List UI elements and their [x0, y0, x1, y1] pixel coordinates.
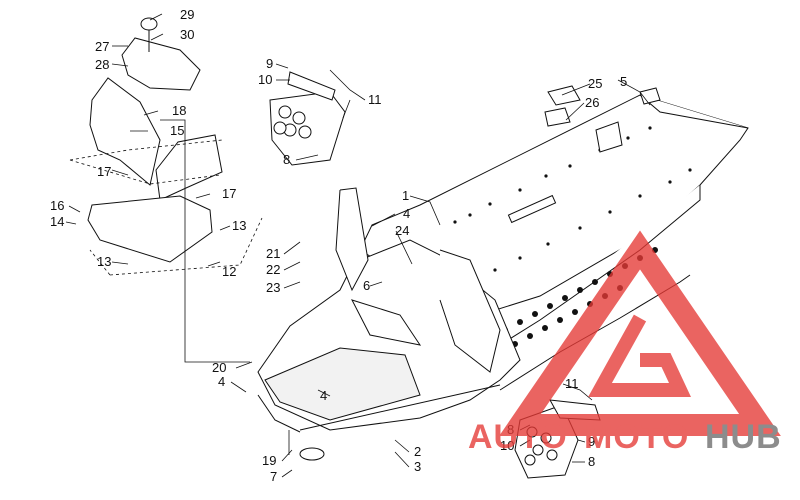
callout-25: 25 — [588, 76, 602, 91]
callout-22: 22 — [266, 262, 280, 277]
watermark-moto: MOTO — [584, 418, 689, 456]
callout-13: 13 — [232, 218, 246, 233]
callout-11: 11 — [565, 376, 579, 391]
callout-13: 13 — [97, 254, 111, 269]
callout-12: 12 — [222, 264, 236, 279]
callout-3: 3 — [414, 459, 421, 474]
callout-15: 15 — [170, 123, 184, 138]
callout-17: 17 — [97, 164, 111, 179]
callout-18: 18 — [172, 103, 186, 118]
callout-24: 24 — [395, 223, 409, 238]
callout-10: 10 — [500, 438, 514, 453]
bulkhead-frame — [257, 187, 521, 433]
callout-10: 10 — [258, 72, 272, 87]
callout-29: 29 — [180, 7, 194, 22]
callout-4: 4 — [218, 374, 225, 389]
callout-21: 21 — [266, 246, 280, 261]
callout-28: 28 — [95, 57, 109, 72]
callout-1: 1 — [402, 188, 409, 203]
callout-7: 7 — [270, 469, 277, 484]
callout-labels: 29 30 27 28 18 15 17 17 16 14 13 13 12 9… — [50, 7, 627, 484]
console-assembly — [69, 17, 263, 276]
callout-11: 11 — [368, 92, 382, 107]
callout-2: 2 — [414, 444, 421, 459]
callout-5: 5 — [620, 74, 627, 89]
callout-16: 16 — [50, 198, 64, 213]
callout-27: 27 — [95, 39, 109, 54]
watermark-hub: HUB — [705, 418, 782, 456]
callout-14: 14 — [50, 214, 64, 229]
callout-9: 9 — [266, 56, 273, 71]
callout-20: 20 — [212, 360, 226, 375]
callout-8: 8 — [283, 152, 290, 167]
watermark-g-shape — [588, 314, 691, 397]
callout-6: 6 — [363, 278, 370, 293]
callout-17: 17 — [222, 186, 236, 201]
callout-30: 30 — [180, 27, 194, 42]
deflector-top — [269, 71, 346, 166]
watermark-logo: AUTO MOTO HUB — [468, 230, 782, 456]
watermark-triangle — [499, 230, 781, 436]
callout-4: 4 — [403, 206, 410, 221]
callout-26: 26 — [585, 95, 599, 110]
leader-lines — [65, 13, 651, 478]
pad — [299, 447, 325, 461]
callout-23: 23 — [266, 280, 280, 295]
watermark-auto: AUTO — [468, 418, 568, 456]
callout-4: 4 — [320, 388, 327, 403]
callout-9: 9 — [588, 434, 595, 449]
callout-19: 19 — [262, 453, 276, 468]
callout-8: 8 — [588, 454, 595, 469]
